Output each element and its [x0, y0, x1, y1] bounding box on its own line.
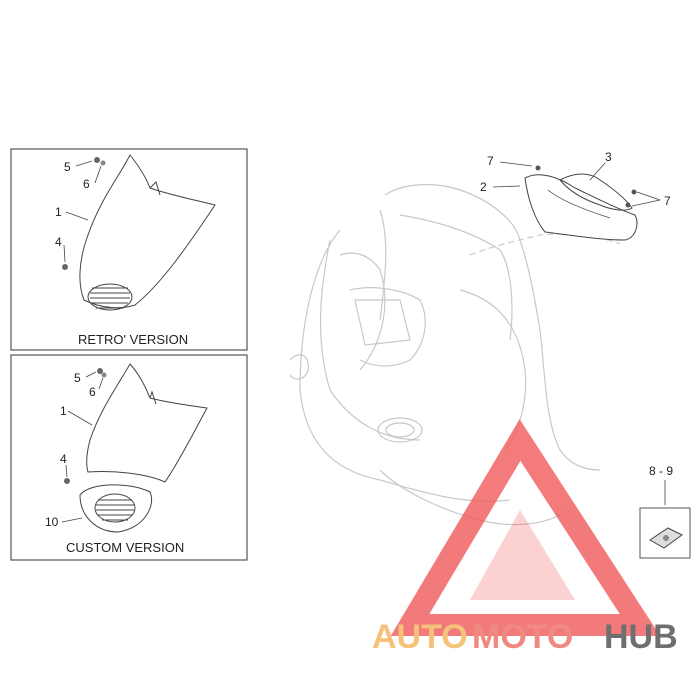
retro-callout-6: 6 [83, 177, 90, 191]
clip-part-panel: 8 - 9 [639, 464, 691, 559]
custom-front-shield [86, 363, 208, 483]
retro-grille [87, 283, 133, 311]
callout-3: 3 [605, 150, 612, 164]
part-3-trim [559, 173, 633, 211]
custom-callout-4: 4 [60, 452, 67, 466]
callout-8-9: 8 - 9 [649, 464, 673, 478]
retro-version-caption: RETRO' VERSION [78, 332, 188, 347]
custom-version-caption: CUSTOM VERSION [66, 540, 184, 555]
custom-callout-10: 10 [45, 515, 59, 529]
automotohub-logo [390, 419, 661, 636]
custom-version-panel: 5 6 1 4 10 CUSTOM VERSION [10, 354, 248, 561]
callout-7-right: 7 [664, 194, 671, 208]
handlebar-cover-parts: 7 2 3 7 [480, 150, 671, 241]
retro-version-panel: 5 6 1 4 RETRO' VERSION [10, 148, 248, 351]
retro-callout-4: 4 [55, 235, 62, 249]
watermark-moto: MOTO [472, 618, 573, 656]
retro-callout-5: 5 [64, 160, 71, 174]
retro-callout-1: 1 [55, 205, 62, 219]
retro-front-shield [79, 154, 216, 309]
custom-callout-6: 6 [89, 385, 96, 399]
callout-7-top: 7 [487, 154, 494, 168]
automotohub-watermark: AUTO MOTO HUB [372, 419, 678, 656]
custom-callout-1: 1 [60, 404, 67, 418]
watermark-auto: AUTO [372, 618, 468, 656]
custom-callout-5: 5 [74, 371, 81, 385]
callout-2: 2 [480, 180, 487, 194]
watermark-hub: HUB [604, 618, 678, 656]
custom-grille [79, 484, 152, 533]
